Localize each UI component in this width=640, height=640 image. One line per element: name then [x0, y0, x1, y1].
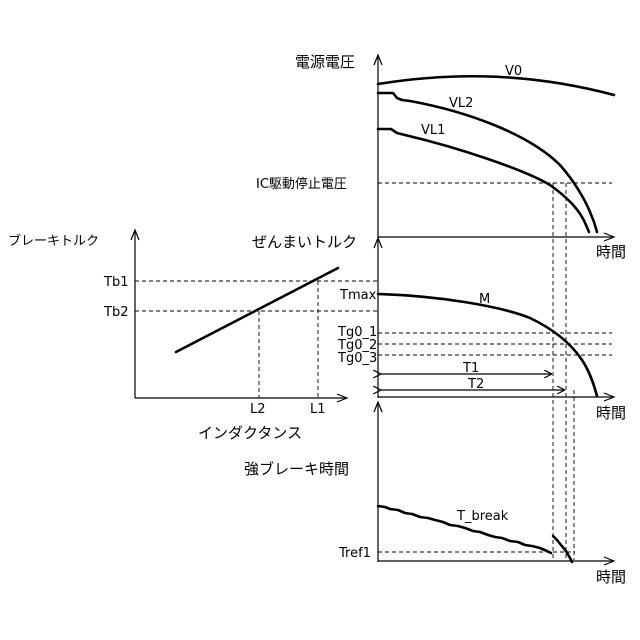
time-label-middle: 時間	[596, 404, 626, 422]
spring-torque-curve-m	[378, 294, 597, 396]
supply-voltage-panel: 電源電圧 V0 VL2 VL1 IC駆動停止電圧 時間	[256, 53, 626, 261]
brake-torque-panel: ブレーキトルク Tb1 Tb2 L2 L1 インダクタンス	[8, 230, 378, 442]
time-label-bottom: 時間	[596, 568, 626, 586]
vl1-curve	[378, 129, 589, 232]
tb1-label: Tb1	[103, 275, 128, 290]
tg0-3-label: Tg0_3	[337, 351, 377, 366]
l1-label: L1	[310, 402, 326, 417]
ic-stop-voltage-label: IC駆動停止電圧	[256, 176, 347, 192]
supply-voltage-label: 電源電圧	[295, 53, 355, 71]
vl1-label: VL1	[421, 123, 445, 138]
strong-brake-time-label: 強ブレーキ時間	[244, 460, 349, 478]
inductance-label: インダクタンス	[198, 424, 302, 442]
vl2-curve	[378, 93, 597, 232]
l2-label: L2	[250, 402, 266, 417]
tmax-label: Tmax	[339, 288, 377, 303]
v0-label: V0	[505, 64, 522, 79]
tb2-label: Tb2	[103, 305, 128, 320]
v0-curve	[378, 76, 614, 95]
spring-torque-label: ぜんまいトルク	[252, 233, 357, 251]
t-break-curve-segment-2	[553, 536, 572, 562]
vl2-label: VL2	[449, 96, 473, 111]
vertical-guides	[553, 183, 574, 560]
brake-torque-label: ブレーキトルク	[8, 233, 99, 249]
t2-label: T2	[467, 377, 484, 392]
spring-torque-panel: ぜんまいトルク Tmax M Tg0_1 Tg0_2 Tg0_3 T1 T2 時…	[252, 233, 626, 422]
t-break-label: T_break	[456, 509, 509, 524]
m-curve-label: M	[479, 292, 490, 307]
t1-label: T1	[462, 361, 479, 376]
tref1-label: Tref1	[338, 546, 371, 561]
time-label-top: 時間	[596, 243, 626, 261]
